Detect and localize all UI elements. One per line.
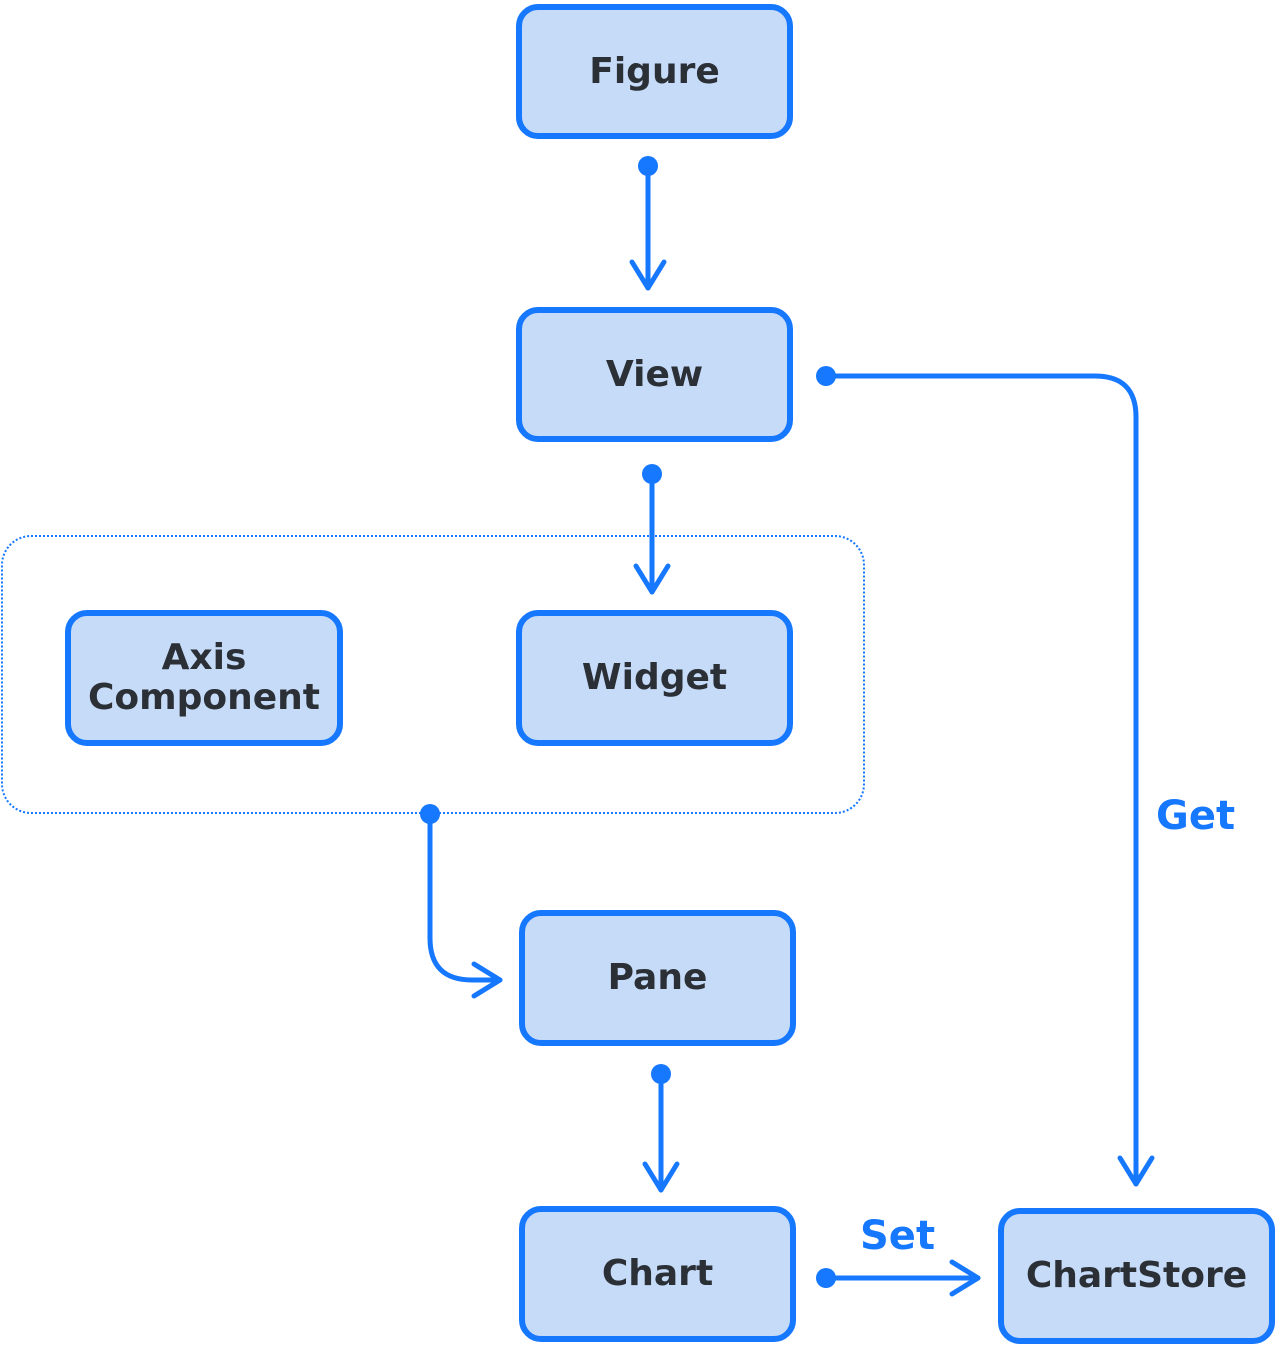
edge-view-to-chartstore-get xyxy=(823,373,1155,1187)
edge-chart-to-chartstore-set xyxy=(823,1259,981,1297)
edge-start-dot xyxy=(651,1064,671,1084)
edge-figure-to-view xyxy=(629,163,667,291)
edge-start-dot xyxy=(816,1268,836,1288)
node-figure-label: Figure xyxy=(589,50,720,92)
edge-group-to-pane xyxy=(427,811,503,999)
node-chartstore-label: ChartStore xyxy=(1025,1255,1248,1297)
edge-pane-to-chart xyxy=(642,1071,680,1193)
node-widget[interactable]: Widget xyxy=(516,610,793,746)
node-axis-component-line2: Component xyxy=(87,677,321,718)
node-view[interactable]: View xyxy=(516,307,793,442)
node-widget-label: Widget xyxy=(581,657,728,699)
node-chartstore[interactable]: ChartStore xyxy=(998,1208,1275,1344)
node-figure[interactable]: Figure xyxy=(516,4,793,139)
edge-label-get: Get xyxy=(1156,793,1236,839)
edge-start-dot xyxy=(642,464,662,484)
edge-label-set: Set xyxy=(860,1213,936,1259)
edge-view-to-widget xyxy=(633,471,671,595)
component-group xyxy=(1,535,865,814)
node-pane[interactable]: Pane xyxy=(519,910,796,1046)
node-axis-component-label: Axis Component xyxy=(88,638,320,717)
edge-start-dot xyxy=(638,156,658,176)
node-axis-component-line1: Axis xyxy=(161,637,247,679)
edge-start-dot xyxy=(420,804,440,824)
node-view-label: View xyxy=(605,353,704,395)
node-chart[interactable]: Chart xyxy=(519,1206,796,1342)
node-axis-component[interactable]: Axis Component xyxy=(65,610,343,746)
edge-start-dot xyxy=(816,366,836,386)
node-chart-label: Chart xyxy=(601,1253,714,1295)
node-pane-label: Pane xyxy=(607,957,708,999)
